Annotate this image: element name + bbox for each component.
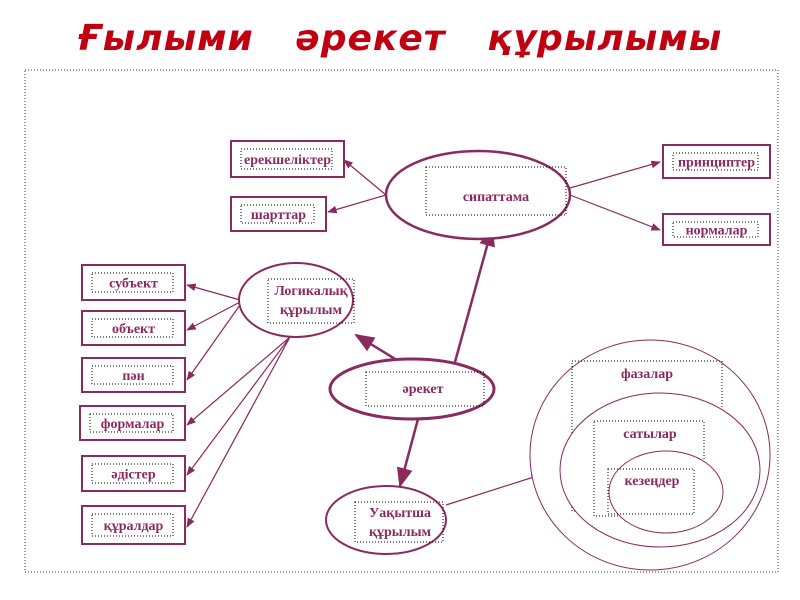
- node-characteristic: сипаттама: [384, 149, 572, 241]
- phases-label: фазалар: [621, 367, 673, 382]
- logical-label-1: Логикалық: [274, 284, 348, 299]
- tools-label: құралдар: [104, 519, 164, 534]
- box-methods: әдістер: [81, 455, 186, 492]
- box-object: объект: [81, 310, 186, 346]
- characteristic-label: сипаттама: [463, 190, 529, 205]
- arrow: [396, 418, 420, 488]
- node-action: әрекет: [328, 357, 496, 421]
- features-label: ерекшеліктер: [244, 153, 331, 168]
- temporal-label-2: құрылым: [369, 525, 432, 540]
- arrow: [327, 194, 387, 214]
- forms-label: формалар: [101, 417, 165, 432]
- arrow: [186, 336, 291, 528]
- arrow: [186, 283, 241, 301]
- box-conditions: шарттар: [230, 196, 327, 232]
- arrow: [186, 336, 291, 426]
- discipline-label: пән: [122, 369, 144, 384]
- object-label: объект: [112, 322, 155, 337]
- nested-phases: фазалар сатылар кезеңдер: [529, 339, 771, 571]
- box-discipline: пән: [81, 357, 186, 393]
- arrows: [186, 159, 661, 528]
- box-tools: құралдар: [81, 505, 186, 545]
- arrow: [354, 333, 401, 364]
- subject-label: субъект: [109, 277, 158, 292]
- arrow: [453, 226, 495, 363]
- node-logical-structure: Логикалық құрылым: [238, 262, 355, 338]
- arrow: [186, 301, 241, 331]
- node-temporal-structure: Уақытша құрылым: [325, 485, 447, 555]
- arrow: [186, 336, 291, 476]
- arrow: [186, 304, 241, 381]
- arrow: [445, 473, 541, 506]
- arrow: [343, 159, 387, 196]
- norms-label: нормалар: [686, 224, 748, 239]
- box-subject: субъект: [81, 264, 186, 301]
- periods-label: кезеңдер: [625, 474, 680, 489]
- box-principles: принциптер: [662, 144, 771, 179]
- temporal-label-1: Уақытша: [369, 506, 431, 521]
- diagram-frame: [24, 69, 779, 573]
- box-forms: формалар: [79, 405, 186, 441]
- page-title: Ғылыми әрекет құрылымы: [77, 18, 723, 59]
- logical-label-2: құрылым: [280, 303, 343, 318]
- box-features: ерекшеліктер: [230, 140, 345, 178]
- arrow: [569, 194, 661, 231]
- action-label: әрекет: [402, 382, 443, 397]
- conditions-label: шарттар: [251, 208, 306, 223]
- arrow: [569, 160, 661, 189]
- principles-label: принциптер: [678, 156, 755, 171]
- methods-label: әдістер: [111, 468, 155, 483]
- stages-label: сатылар: [623, 427, 677, 442]
- box-norms: нормалар: [662, 213, 771, 246]
